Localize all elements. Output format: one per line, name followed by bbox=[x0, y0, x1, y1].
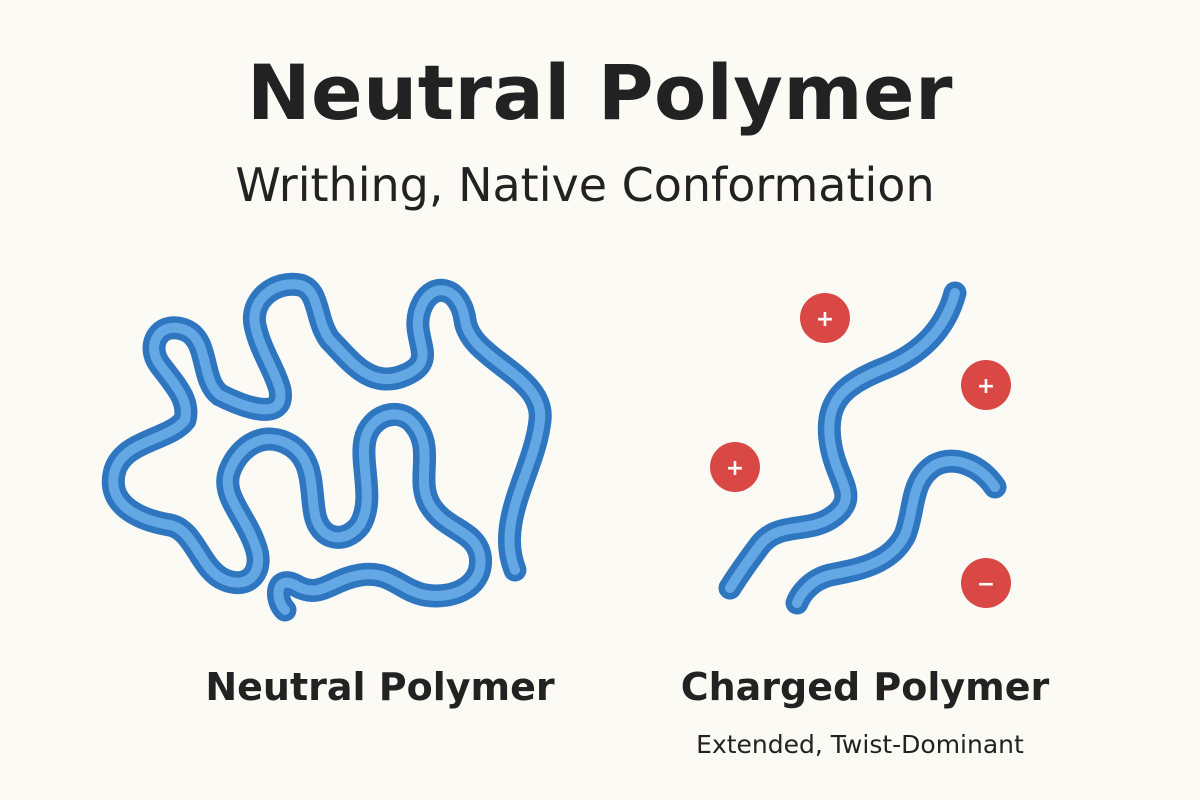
page-subtitle: Writhing, Native Conformation bbox=[235, 158, 935, 212]
charge-ion: − bbox=[961, 558, 1011, 608]
charge-symbol: − bbox=[977, 572, 995, 597]
page-title: Neutral Polymer bbox=[246, 48, 954, 137]
charge-ion: + bbox=[961, 360, 1011, 410]
neutral-polymer-label: Neutral Polymer bbox=[205, 665, 555, 709]
charged-polymer-chain-2 bbox=[785, 449, 1007, 615]
charged-polymer-caption: Extended, Twist-Dominant bbox=[696, 730, 1024, 759]
charge-ion: + bbox=[710, 442, 760, 492]
charged-polymer-chain-1 bbox=[718, 281, 967, 600]
charge-ion: + bbox=[800, 293, 850, 343]
charge-symbol: + bbox=[816, 307, 834, 332]
charge-symbol: + bbox=[977, 374, 995, 399]
charge-symbol: + bbox=[726, 456, 744, 481]
neutral-polymer-chain bbox=[101, 272, 552, 622]
charged-polymer-label: Charged Polymer bbox=[680, 665, 1050, 709]
